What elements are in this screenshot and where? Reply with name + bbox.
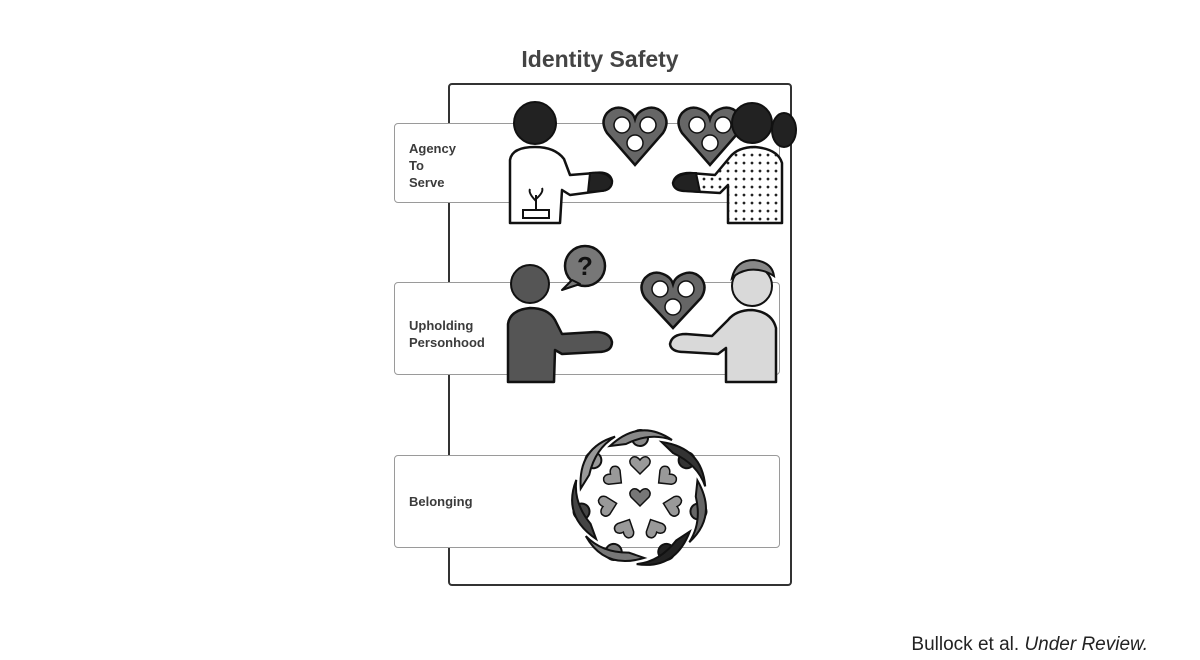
agency-illustration <box>508 101 797 225</box>
diagram-title: Identity Safety <box>521 46 679 72</box>
heart-icon <box>597 456 683 539</box>
label-line: Upholding <box>409 318 474 333</box>
label-line: Agency <box>409 141 456 156</box>
person-patterned-shirt-icon <box>671 102 797 225</box>
person-gray-icon <box>506 264 614 384</box>
label-line: Belonging <box>409 494 473 509</box>
citation: Bullock et al. Under Review. <box>911 634 1148 656</box>
label-line: Personhood <box>409 335 485 350</box>
row-label-upholding-personhood: Upholding Personhood <box>409 317 485 351</box>
svg-text:?: ? <box>577 251 593 281</box>
question-bubble-icon: ? <box>561 244 607 291</box>
row-label-belonging: Belonging <box>409 493 473 510</box>
row-label-agency-to-serve: Agency To Serve <box>409 140 456 191</box>
label-line: To <box>409 158 424 173</box>
heart-values-icon <box>640 271 706 330</box>
personhood-illustration: ? <box>506 244 778 384</box>
person-light-icon <box>668 258 778 384</box>
person-dark-icon <box>508 101 614 225</box>
citation-authors: Bullock et al. <box>911 634 1020 655</box>
heart-values-icon <box>677 106 743 167</box>
heart-values-icon <box>602 106 668 167</box>
sprout-pot-icon <box>522 187 550 219</box>
circle-of-people-icon <box>571 429 708 566</box>
citation-status: Under Review. <box>1024 634 1148 655</box>
belonging-illustration <box>571 429 708 566</box>
label-line: Serve <box>409 175 445 190</box>
